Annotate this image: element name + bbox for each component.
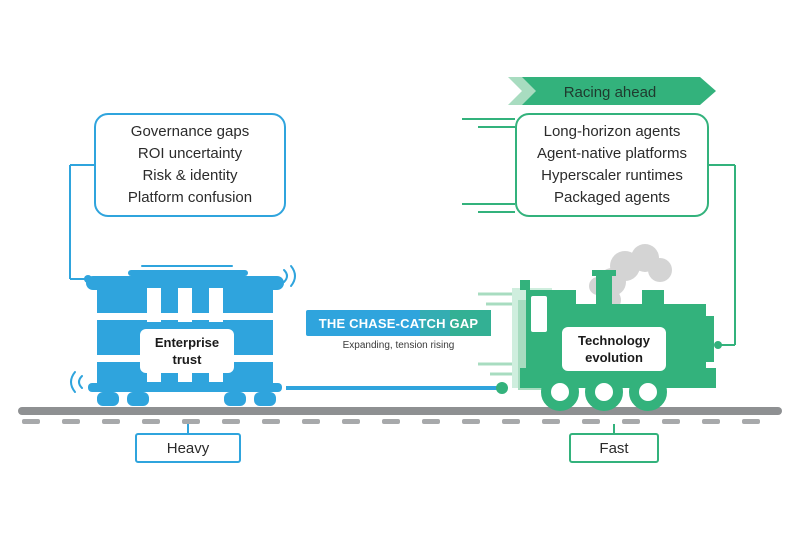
car-label-line1: Enterprise [154,335,220,350]
coupling-bar [286,382,508,394]
right-box-item: Packaged agents [554,189,670,206]
fast-badge: Fast [569,433,659,463]
car-label: Enterprise trust [140,329,234,373]
racing-ahead-label: Racing ahead [563,83,657,101]
locomotive-label: Technology evolution [562,327,666,371]
arrow-banner-icon [508,77,716,105]
locomotive-label-line2: evolution [585,350,643,365]
right-box-item: Agent-native platforms [536,145,688,162]
left-connector [69,164,94,283]
gap-subtitle: Expanding, tension rising [342,340,455,351]
train-car-icon [70,265,296,406]
car-label-line2: trust [172,352,202,367]
enterprise-challenges-box: Governance gaps ROI uncertainty Risk & i… [94,113,286,217]
right-box-item: Long-horizon agents [543,123,681,140]
left-box-item: ROI uncertainty [137,145,243,162]
right-connector [709,164,736,349]
locomotive-label-line1: Technology [578,333,650,348]
rail-track [18,407,782,424]
speed-lines-box [462,118,515,213]
left-box-item: Risk & identity [142,167,238,184]
left-box-item: Governance gaps [130,123,250,140]
gap-title: THE CHASE-CATCH GAP [318,315,479,331]
heavy-badge: Heavy [135,433,241,463]
technology-trends-box: Long-horizon agents Agent-native platfor… [515,113,709,217]
right-box-item: Hyperscaler runtimes [541,167,683,184]
gap-banner-shape [306,310,491,336]
left-box-item: Platform confusion [127,189,253,206]
locomotive-icon [478,270,716,411]
